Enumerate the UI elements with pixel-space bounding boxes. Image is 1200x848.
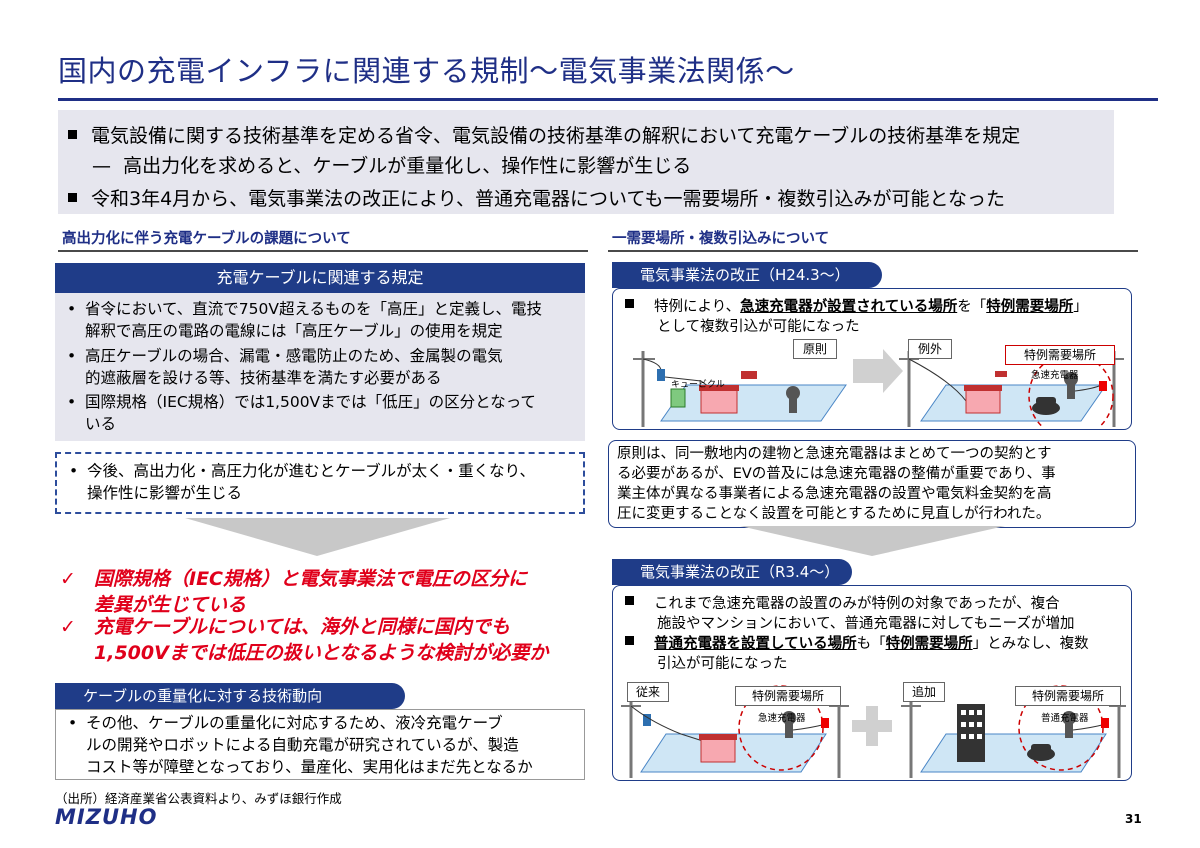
amendment-h24-tab: 電気事業法の改正（H24.3～） [612,262,882,288]
dash-bullet: — [92,155,111,177]
square-bullet-icon [68,130,77,139]
amendment-r3-text-3: 普通充電器を設置している場所も「特例需要場所」とみなし、複数 [625,634,1089,654]
label-reigai: 例外 [908,339,952,359]
title-divider [58,98,1158,101]
amendment-r3-text-4: 引込が可能になった [657,656,788,672]
left-section-heading: 高出力化に伴う充電ケーブルの課題について [62,231,351,247]
left-heading-rule [58,250,588,252]
amendment-h24-box: 特例により、急速充電器が設置されている場所を「特例需要場所」 として複数引込が可… [612,288,1132,430]
conclusion-1-text: 国際規格（IEC規格）と電気事業法で電圧の区分に差異が生じている [94,568,527,616]
summary-item-1: 電気設備に関する技術基準を定める省令、電気設備の技術基準の解釈において充電ケーブ… [68,121,1020,148]
source-note: （出所）経済産業省公表資料より、みずほ銀行作成 [55,791,342,806]
square-bullet-icon [625,299,634,308]
down-arrow-icon [185,518,450,556]
cable-rules-box: • 省令において、直流で750V超えるものを「高圧」と定義し、電技解釈で高圧の電… [55,293,585,441]
square-bullet-icon [625,636,634,645]
amendment-h24-text-2: として複数引込が可能になった [657,319,860,335]
issue-bullet: • 今後、高出力化・高圧力化が進むとケーブルが太く・重くなり、操作性に影響が生じ… [69,462,535,502]
amendment-h24-text: 特例により、急速充電器が設置されている場所を「特例需要場所」 [625,297,1088,317]
square-bullet-icon [625,596,634,605]
check-icon: ✓ [60,568,76,590]
right-section-heading: 一需要場所・複数引込みについて [612,231,830,247]
amendment-r3-tab: 電気事業法の改正（R3.4～） [612,559,852,585]
tech-trend-box: • その他、ケーブルの重量化に対応するため、液冷充電ケーブ ルの開発やロボットに… [55,709,585,780]
rule-bullet-3: • 国際規格（IEC規格）では1,500Vまでは「低圧」の区分となっている [67,393,536,433]
summary-text-1: 電気設備に関する技術基準を定める省令、電気設備の技術基準の解釈において充電ケーブ… [91,125,1021,147]
special-site-diagram [633,349,1124,427]
summary-text-2: 高出力化を求めると、ケーブルが重量化し、操作性に影響が生じる [123,155,692,177]
amendment-r3-text-1: これまで急速充電器の設置のみが特例の対象であったが、複合 [625,594,1060,614]
tech-bullet: • その他、ケーブルの重量化に対応するため、液冷充電ケーブ ルの開発やロボットに… [68,714,533,776]
down-arrow-icon [740,526,1005,556]
summary-subitem: — 高出力化を求めると、ケーブルが重量化し、操作性に影響が生じる [92,151,691,178]
label-tokurei: 特例需要場所 [1005,345,1115,365]
conclusion-1: ✓ 国際規格（IEC規格）と電気事業法で電圧の区分に差異が生じている [60,566,580,618]
ordinary-charger-diagram [621,685,1126,778]
rule-bullet-1: • 省令において、直流で750V超えるものを「高圧」と定義し、電技解釈で高圧の電… [67,300,542,340]
summary-item-2: 令和3年4月から、電気事業法の改正により、普通充電器についても一需要場所・複数引… [68,184,1005,211]
square-bullet-icon [68,193,77,202]
label-tsuika: 追加 [903,682,945,702]
cable-rules-title: 充電ケーブルに関連する規定 [55,263,585,293]
summary-box: 電気設備に関する技術基準を定める省令、電気設備の技術基準の解釈において充電ケーブ… [58,110,1114,214]
issue-dashed-box: • 今後、高出力化・高圧力化が進むとケーブルが太く・重くなり、操作性に影響が生じ… [55,452,585,514]
right-heading-rule [608,250,1138,252]
rule-bullet-2: • 高圧ケーブルの場合、漏電・感電防止のため、金属製の電気的遮蔽層を設ける等、技… [67,347,503,387]
label-cubicle: キュービクル [671,380,725,390]
label-quick-charger-2: 急速充電器 [758,713,806,724]
summary-text-3: 令和3年4月から、電気事業法の改正により、普通充電器についても一需要場所・複数引… [91,188,1005,210]
amendment-r3-text-2: 施設やマンションにおいて、普通充電器に対してもニーズが増加 [657,616,1075,632]
label-tokurei-3: 特例需要場所 [1015,686,1121,706]
mizuho-logo: MIZUHO [55,805,158,829]
check-icon: ✓ [60,616,76,638]
label-jurai: 従来 [627,682,669,702]
label-gensoku: 原則 [793,339,837,359]
label-tokurei-2: 特例需要場所 [735,686,841,706]
page-title: 国内の充電インフラに関連する規制～電気事業法関係～ [58,54,795,88]
label-quick-charger: 急速充電器 [1031,370,1079,381]
tech-trend-title: ケーブルの重量化に対する技術動向 [55,683,405,709]
explanation-box: 原則は、同一敷地内の建物と急速充電器はまとめて一つの契約とす る必要があるが、E… [608,440,1136,528]
explanation-text: 原則は、同一敷地内の建物と急速充電器はまとめて一つの契約とす る必要があるが、E… [617,446,1056,522]
label-ordinary-charger: 普通充電器 [1041,713,1089,724]
page-number: 31 [1125,812,1142,826]
amendment-r3-box: これまで急速充電器の設置のみが特例の対象であったが、複合 施設やマンションにおい… [612,585,1132,781]
